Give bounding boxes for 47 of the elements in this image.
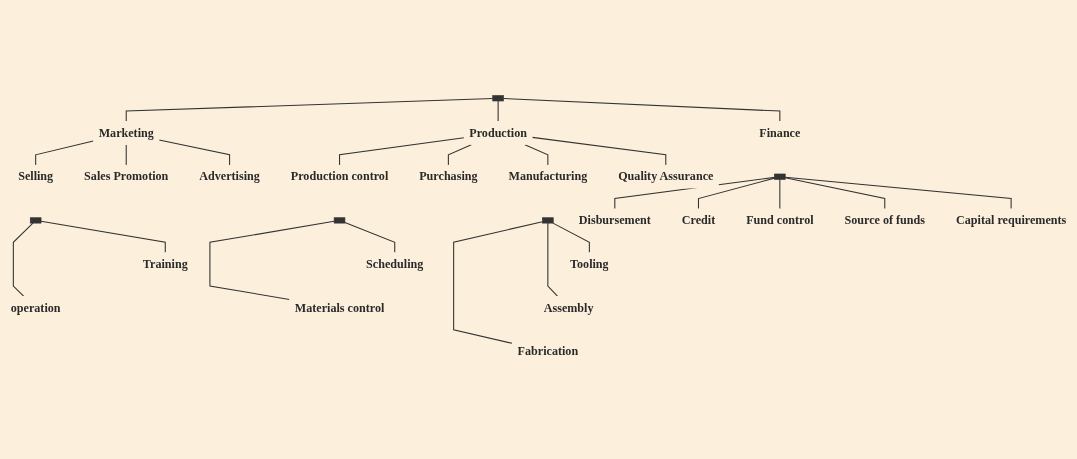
node-text: Finance <box>759 125 801 140</box>
connector <box>697 177 775 210</box>
node-text: Production <box>469 125 527 140</box>
node-text: Tooling <box>570 257 609 271</box>
node-bar <box>29 217 42 224</box>
connector <box>547 222 558 297</box>
node-text: Materials control <box>294 300 385 315</box>
connector <box>784 177 886 210</box>
node-text: Advertising <box>199 169 260 184</box>
connector <box>125 144 127 166</box>
node-bar <box>492 95 504 102</box>
node-text: Fabrication <box>517 344 579 359</box>
connector <box>158 139 231 166</box>
node-text: Selling <box>18 169 54 184</box>
node-text: Sales Promotion <box>84 169 169 184</box>
node-text: Scheduling <box>366 257 424 271</box>
connector <box>209 220 335 300</box>
connector <box>125 97 494 122</box>
connector <box>40 220 166 253</box>
node-bar <box>774 173 786 180</box>
connector <box>531 136 667 166</box>
connector <box>447 144 472 166</box>
connector <box>502 98 781 122</box>
connector <box>12 222 34 297</box>
node-text: Source of funds <box>844 213 926 227</box>
connector <box>784 176 1012 210</box>
connector <box>35 140 94 166</box>
node-text: Manufacturing <box>508 169 588 184</box>
node-text: Disbursement <box>578 213 651 227</box>
connector <box>524 144 549 166</box>
node-text: Production control <box>290 169 389 184</box>
node-bar <box>333 217 346 224</box>
connector <box>497 100 499 122</box>
connector <box>339 137 465 166</box>
node-text: Credit <box>681 213 716 227</box>
node-text: Marketing <box>98 125 154 140</box>
connector <box>453 221 543 344</box>
connector <box>779 178 781 210</box>
connector <box>344 222 396 253</box>
node-bar <box>542 217 554 224</box>
node-text: Training <box>142 257 188 271</box>
node-text: Fund control <box>746 213 814 227</box>
node-text: Capital requirements <box>956 213 1067 227</box>
connector <box>552 222 590 253</box>
node-text: Purchasing <box>419 169 478 184</box>
node-text: Assembly <box>543 300 594 315</box>
node-text: operation <box>10 300 61 315</box>
